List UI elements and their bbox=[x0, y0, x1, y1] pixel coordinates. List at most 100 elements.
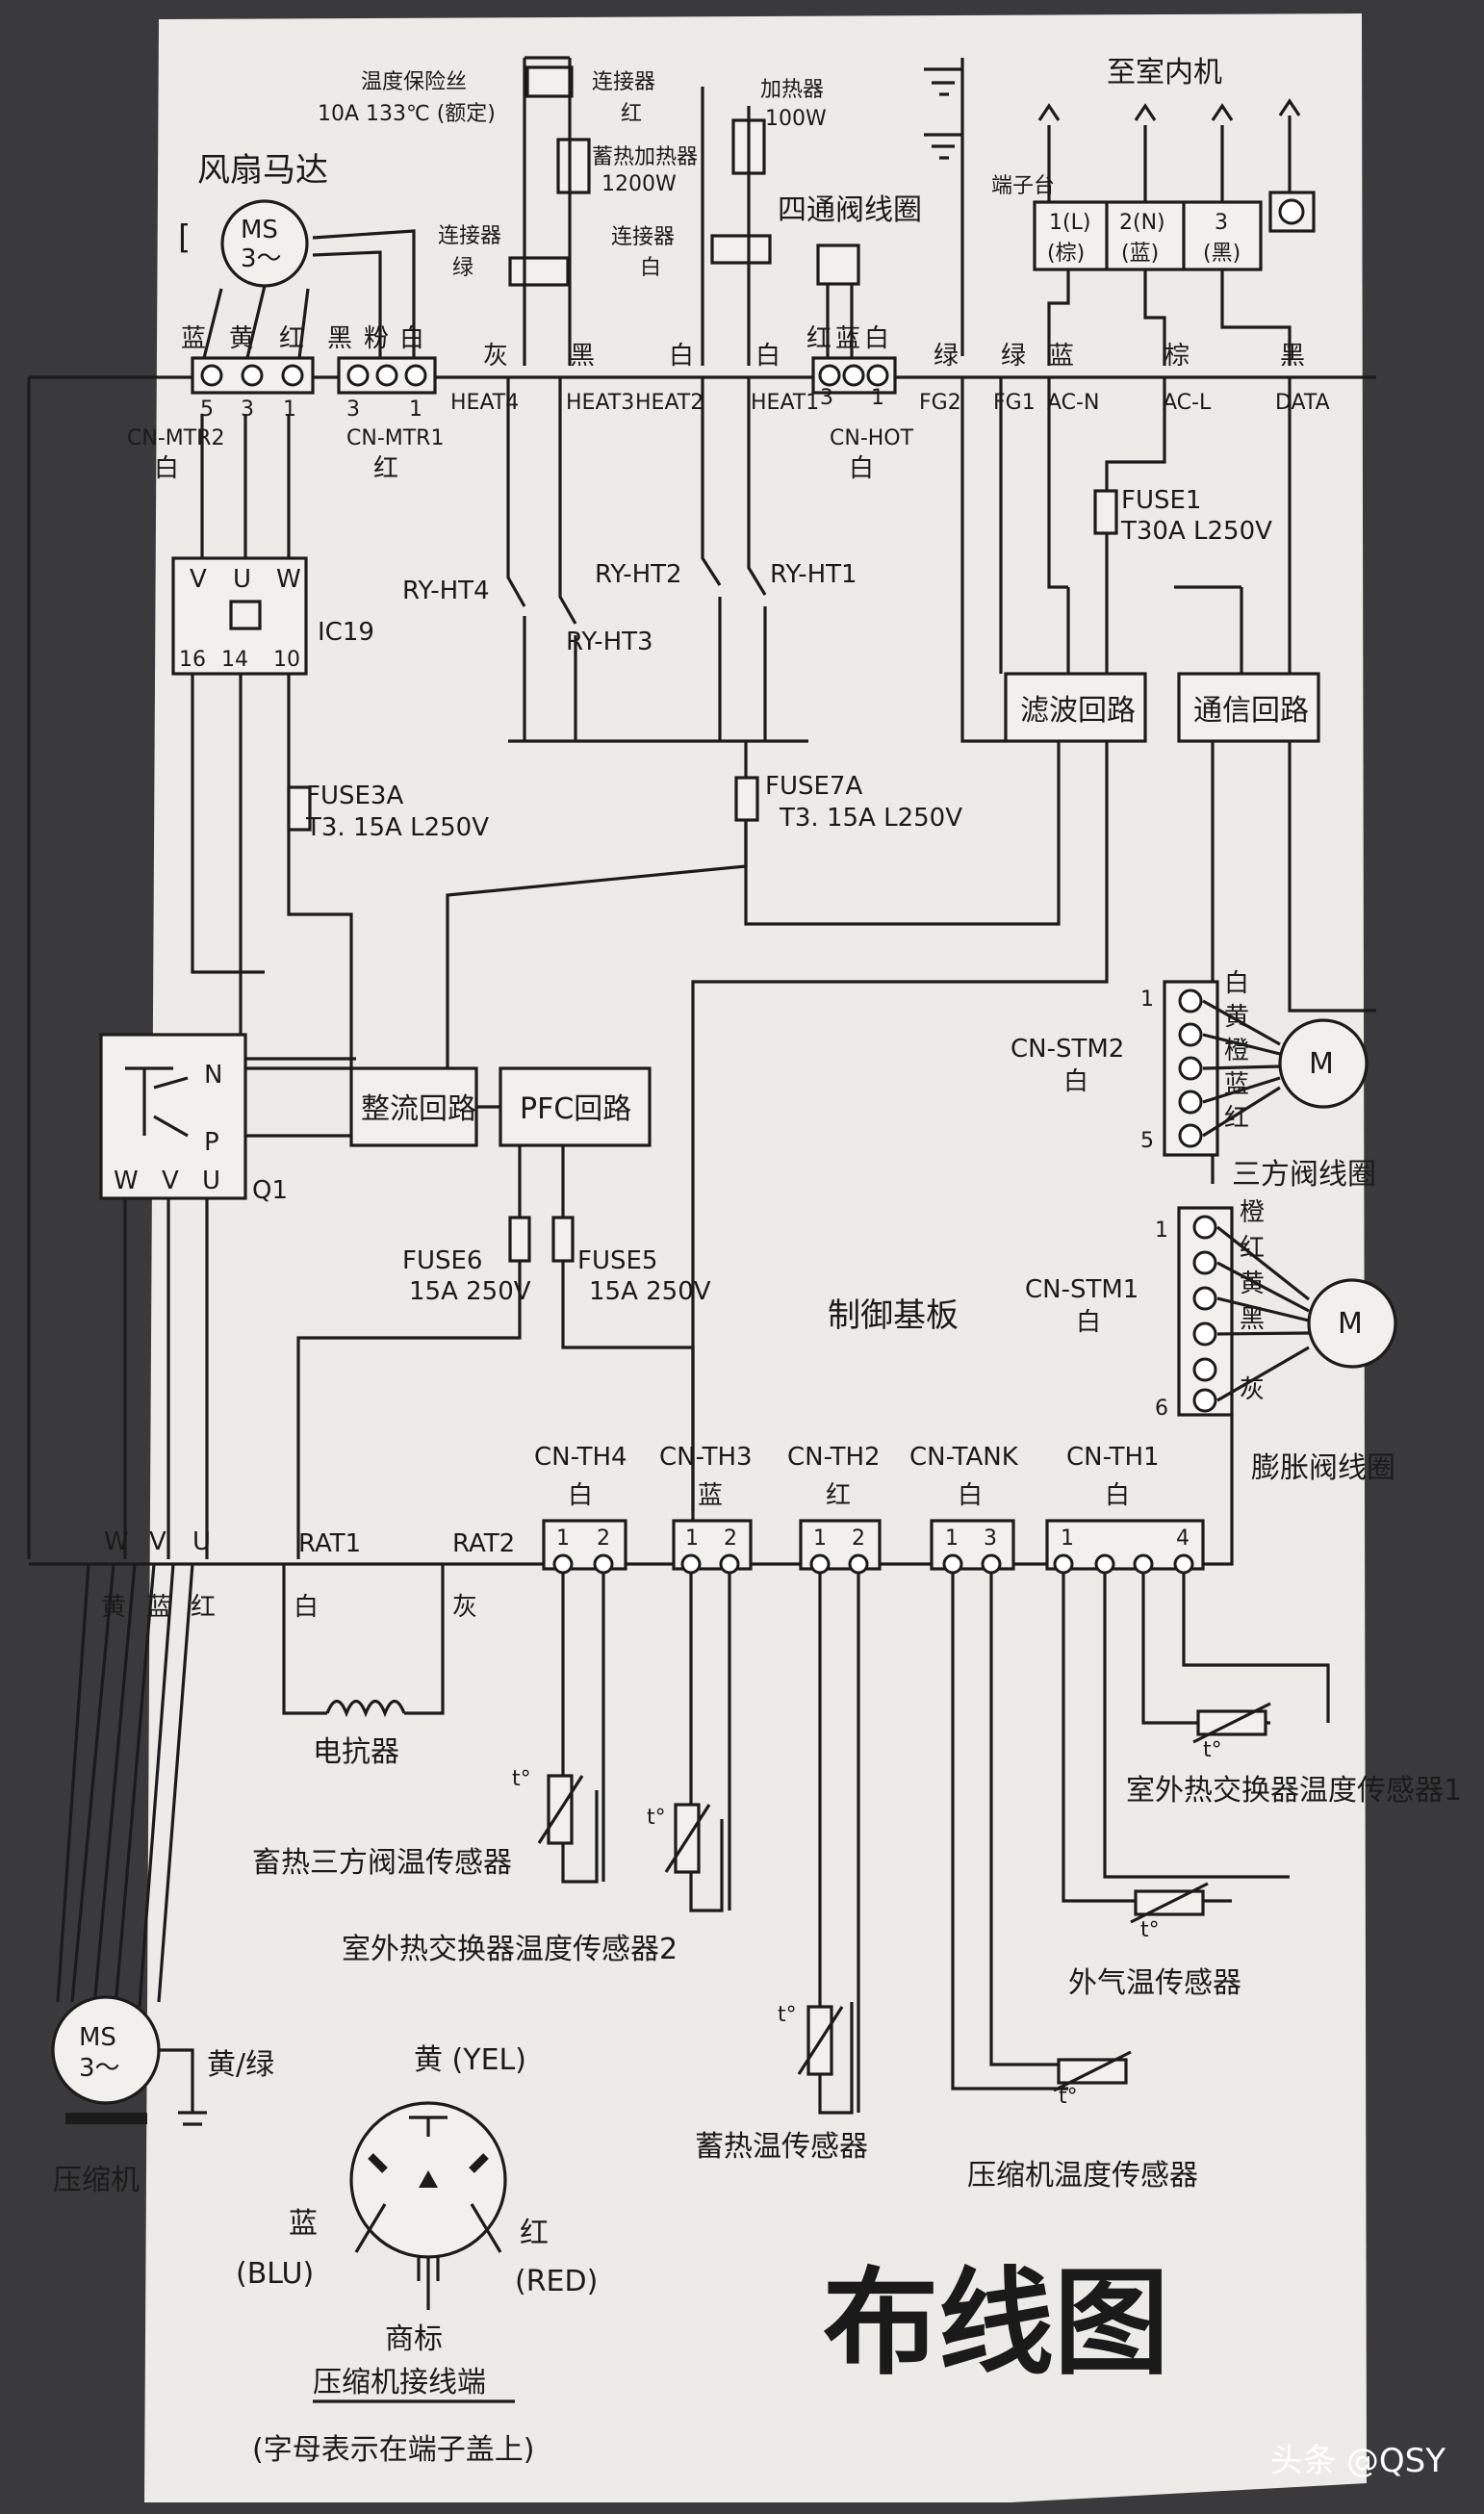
svg-text:HEAT3: HEAT3 bbox=[566, 391, 634, 415]
svg-text:蓝: 蓝 bbox=[698, 1481, 723, 1510]
svg-text:白: 白 bbox=[399, 324, 424, 353]
connector-red-label-1: 连接器 bbox=[592, 70, 655, 94]
svg-text:蓝: 蓝 bbox=[1049, 342, 1074, 371]
fan-leads bbox=[200, 285, 310, 367]
fan-bracket: [ bbox=[178, 218, 191, 257]
ic19-pin-u: U bbox=[233, 565, 251, 594]
svg-text:t°: t° bbox=[647, 1806, 666, 1830]
relay-wires bbox=[506, 377, 808, 743]
connector-red-label-2: 红 bbox=[621, 102, 642, 126]
svg-text:CN-TH1: CN-TH1 bbox=[1066, 1443, 1160, 1472]
cn-mtr2-color: 白 bbox=[154, 454, 179, 483]
relay-ht1: RY-HT1 bbox=[770, 560, 857, 589]
rat2-color: 灰 bbox=[452, 1593, 477, 1622]
q1-pin-v: V bbox=[162, 1167, 179, 1195]
q1-icon bbox=[125, 1066, 189, 1138]
svg-text:黄: 黄 bbox=[229, 324, 254, 353]
terminal-leads bbox=[1047, 269, 1292, 366]
connector-green bbox=[508, 256, 570, 287]
storage-heater-label-1: 蓄热加热器 bbox=[592, 145, 698, 169]
comp-v: V bbox=[149, 1527, 166, 1556]
svg-text:HEAT2: HEAT2 bbox=[635, 391, 704, 415]
mtr1-pin-3: 3 bbox=[346, 398, 360, 422]
cn-hot-label: CN-HOT bbox=[830, 426, 914, 450]
bottom-bus bbox=[29, 1415, 1234, 1566]
svg-text:绿: 绿 bbox=[934, 342, 959, 371]
rat1-color: 白 bbox=[294, 1593, 319, 1622]
svg-text:红: 红 bbox=[806, 324, 832, 353]
cn-stm2-label: CN-STM2 bbox=[1011, 1035, 1124, 1064]
sensor-hx2-label: 室外热交换器温度传感器2 bbox=[342, 1933, 678, 1966]
top-pin-labels: HEAT4 HEAT3 HEAT2 HEAT1 FG2 FG1 AC-N AC-… bbox=[450, 391, 1330, 415]
cn-mtr2-label: CN-MTR2 bbox=[127, 426, 224, 450]
valve-coil-leads bbox=[826, 284, 854, 366]
fuse7a-symbol bbox=[734, 776, 759, 822]
ground-icon bbox=[924, 58, 964, 356]
fuse3a-rating: T3. 15A L250V bbox=[305, 813, 489, 842]
svg-text:1: 1 bbox=[1061, 1526, 1074, 1551]
right-wires bbox=[960, 377, 1376, 1013]
connector-green-label-2: 绿 bbox=[452, 256, 473, 280]
svg-text:2: 2 bbox=[852, 1526, 865, 1551]
indoor-unit-label: 至室内机 bbox=[1107, 56, 1222, 90]
connector-green-label-1: 连接器 bbox=[438, 224, 501, 248]
stm2-num-1: 1 bbox=[1140, 988, 1154, 1012]
pfc-label: PFC回路 bbox=[520, 1092, 631, 1126]
storage-heater-symbol bbox=[556, 138, 591, 194]
sensor-storage-label: 蓄热温传感器 bbox=[695, 2130, 868, 2164]
svg-text:白: 白 bbox=[669, 342, 694, 371]
terminal-arrows bbox=[354, 2203, 502, 2310]
svg-text:FG2: FG2 bbox=[919, 391, 961, 415]
svg-text:白: 白 bbox=[958, 1481, 983, 1510]
reactor-coil-icon bbox=[325, 1699, 406, 1718]
term-pin-2: 2(N) bbox=[1119, 211, 1165, 235]
reactor-wires bbox=[282, 1564, 445, 1715]
svg-text:红: 红 bbox=[826, 1481, 851, 1510]
fuse1-rating: T30A L250V bbox=[1120, 517, 1272, 546]
connector-white-label-2: 白 bbox=[640, 256, 661, 280]
term-pin-3: 3 bbox=[1215, 211, 1228, 235]
sensor-wires bbox=[561, 1573, 1330, 2115]
heater-wires bbox=[523, 56, 751, 366]
svg-text:AC-L: AC-L bbox=[1163, 391, 1212, 415]
board-label: 制御基板 bbox=[828, 1296, 959, 1335]
relay-ht4: RY-HT4 bbox=[402, 577, 490, 605]
storage-heater-label-2: 1200W bbox=[601, 172, 677, 196]
svg-text:白: 白 bbox=[1105, 1481, 1130, 1510]
ic19-wires bbox=[191, 414, 356, 1068]
fuse7a-rating: T3. 15A L250V bbox=[779, 804, 962, 833]
terminal-blu-2: (BLU) bbox=[236, 2257, 314, 2291]
q1-n: N bbox=[204, 1061, 222, 1090]
stm1-leads bbox=[1216, 1225, 1310, 1402]
fan-ms: MS bbox=[241, 216, 278, 244]
ic19-num-14: 14 bbox=[221, 648, 248, 672]
svg-text:HEAT1: HEAT1 bbox=[751, 391, 819, 415]
cn-mtr1-label: CN-MTR1 bbox=[346, 426, 444, 450]
ic19-num-16: 16 bbox=[179, 648, 206, 672]
terminal-block bbox=[1033, 200, 1263, 271]
ic19-num-10: 10 bbox=[273, 648, 300, 672]
svg-text:2: 2 bbox=[724, 1526, 737, 1551]
thermistor-icons bbox=[537, 1702, 1271, 2092]
svg-text:1: 1 bbox=[556, 1526, 570, 1551]
ic19-icon bbox=[229, 600, 262, 630]
svg-text:橙: 橙 bbox=[1240, 1198, 1265, 1227]
svg-text:CN-TANK: CN-TANK bbox=[909, 1443, 1019, 1472]
ground-terminal-icon bbox=[1278, 198, 1305, 225]
svg-text:白: 白 bbox=[864, 324, 889, 353]
compressor-base bbox=[65, 2113, 147, 2124]
connector-white-label-1: 连接器 bbox=[611, 225, 675, 249]
term-color-2: (蓝) bbox=[1121, 242, 1159, 266]
fuse5-label: FUSE5 bbox=[577, 1246, 657, 1275]
stm2-wire-colors: 白 黄 橙 蓝 红 bbox=[1224, 969, 1249, 1133]
cn-hot-color: 白 bbox=[849, 454, 874, 483]
fuse1-label: FUSE1 bbox=[1121, 486, 1201, 515]
comp-ms: MS bbox=[79, 2023, 116, 2052]
comp-red: 红 bbox=[191, 1593, 216, 1622]
expansion-valve-label: 膨胀阀线圈 bbox=[1251, 1451, 1395, 1485]
svg-text:棕: 棕 bbox=[1164, 342, 1190, 371]
heater-label-1: 加热器 bbox=[760, 78, 824, 102]
term-color-1: (棕) bbox=[1047, 242, 1085, 266]
ic19-pin-w: W bbox=[276, 565, 301, 594]
